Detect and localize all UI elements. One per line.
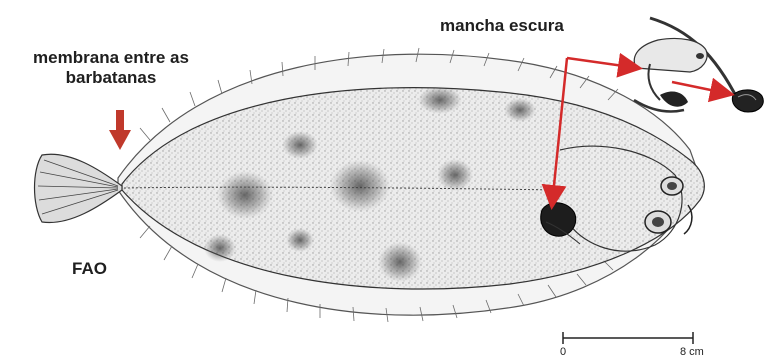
membrane-label: membrana entre as barbatanas	[6, 48, 216, 88]
dark-spot-label: mancha escura	[440, 16, 564, 36]
eye-lower	[645, 211, 671, 233]
inset-detail	[634, 18, 763, 112]
scale-start-label: 0	[560, 346, 566, 358]
scale-end-label: 8 cm	[680, 346, 704, 358]
scale-bar	[563, 332, 693, 344]
membrane-label-line2: barbatanas	[6, 68, 216, 88]
eye-upper	[661, 177, 683, 195]
membrane-arrow	[109, 110, 131, 150]
pectoral-dark-spot	[541, 203, 576, 236]
source-label: FAO	[72, 259, 107, 279]
membrane-label-line1: membrana entre as	[6, 48, 216, 68]
